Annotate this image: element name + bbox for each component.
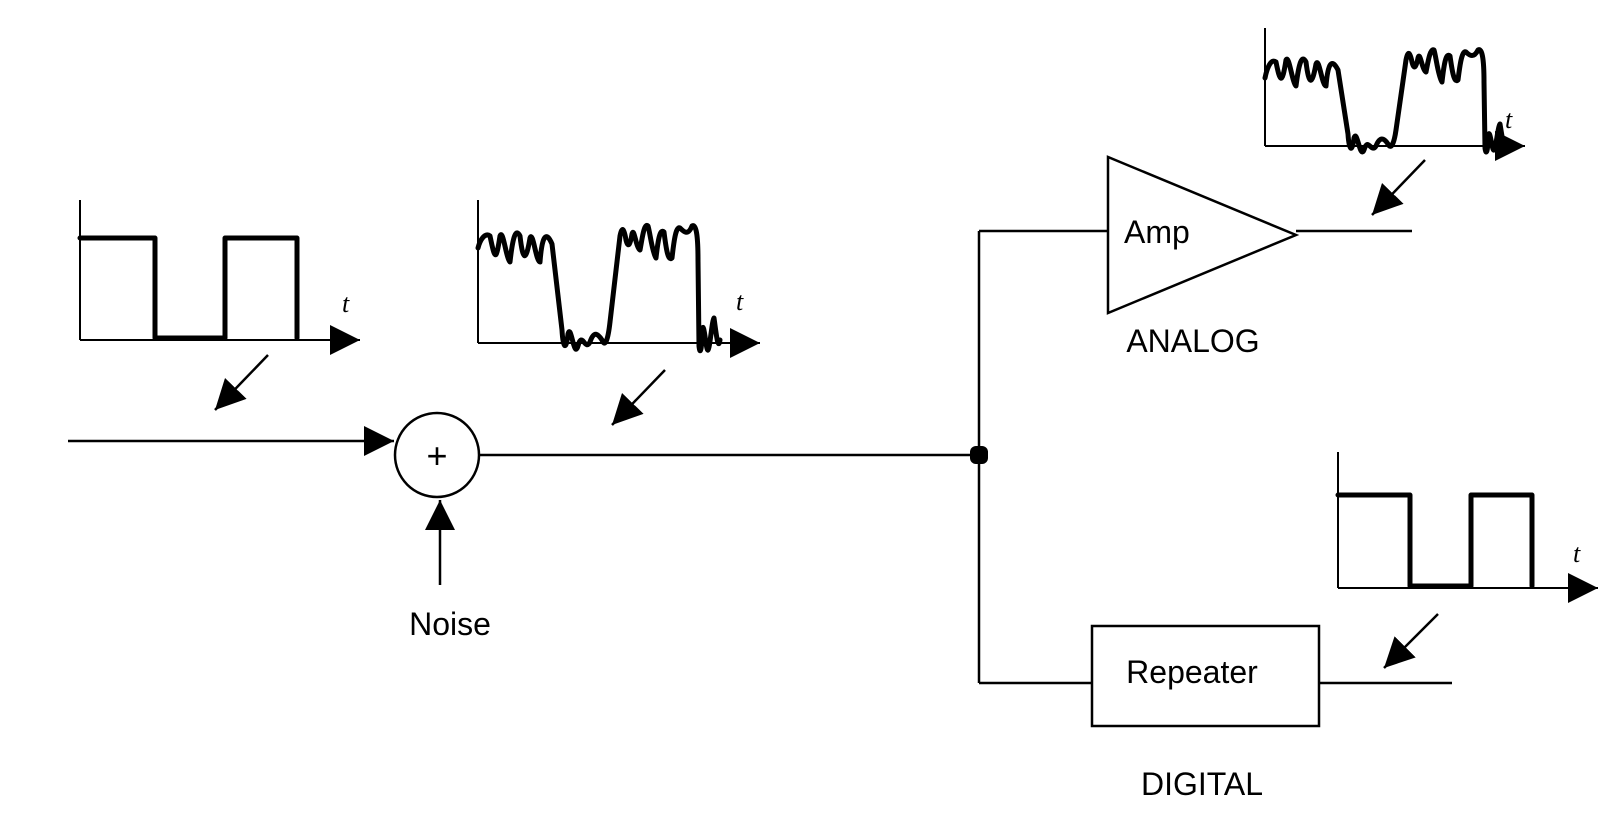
clean-square-wave bbox=[77, 235, 300, 341]
amp-output-plot: t bbox=[1262, 28, 1525, 161]
amplifier-triangle bbox=[1106, 155, 1300, 315]
repeater: Repeater bbox=[1090, 624, 1321, 728]
summing-junction: + bbox=[393, 411, 481, 499]
repeater-plot-t-label: t bbox=[1573, 539, 1581, 568]
repeater-output-pointer-arrow bbox=[1383, 613, 1439, 669]
amp-output-noisy-wave bbox=[1262, 47, 1509, 155]
digital-label: DIGITAL bbox=[1141, 766, 1263, 802]
noise-label: Noise bbox=[409, 606, 491, 642]
repeater-label: Repeater bbox=[1126, 654, 1258, 690]
input-plot-t-label: t bbox=[342, 289, 350, 318]
noisy-plot-pointer-arrow bbox=[611, 369, 666, 426]
amplifier-label: Amp bbox=[1124, 214, 1190, 250]
amp-plot-t-label: t bbox=[1505, 105, 1513, 134]
regenerated-square-wave bbox=[1335, 492, 1535, 589]
noisy-signal-plot: t bbox=[475, 200, 760, 358]
noisy-plot-t-label: t bbox=[736, 287, 744, 316]
noisy-square-wave bbox=[475, 222, 723, 354]
repeater-box bbox=[1090, 624, 1321, 728]
input-signal-plot: t bbox=[77, 200, 360, 355]
analog-label: ANALOG bbox=[1126, 323, 1259, 359]
summing-junction-plus: + bbox=[426, 435, 447, 476]
amplifier: Amp bbox=[1106, 155, 1300, 315]
input-plot-pointer-arrow bbox=[214, 354, 269, 411]
repeater-output-plot: t bbox=[1335, 452, 1598, 603]
amp-output-pointer-arrow bbox=[1371, 159, 1426, 216]
